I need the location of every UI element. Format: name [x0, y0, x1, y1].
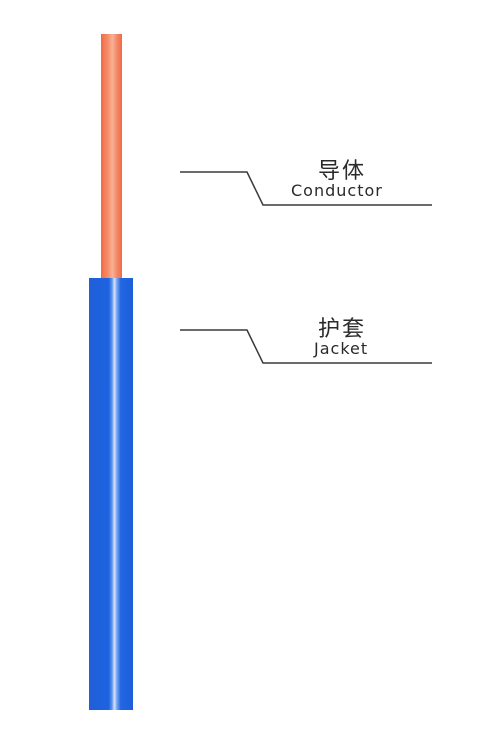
conductor-wire [101, 34, 122, 280]
jacket-label-en: Jacket [314, 339, 369, 358]
jacket-leader-line [180, 329, 432, 364]
conductor-label-cn: 导体 [318, 159, 367, 184]
jacket-label-cn: 护套 [318, 317, 367, 342]
conductor-label-en: Conductor [291, 181, 383, 200]
jacket-sheath [89, 278, 133, 710]
